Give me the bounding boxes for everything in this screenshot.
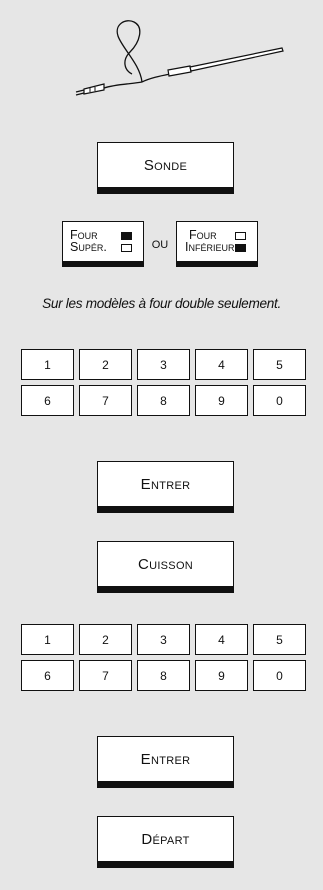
lower-oven-indicator-empty: [235, 232, 246, 240]
key-0[interactable]: 0: [253, 385, 306, 416]
probe-button[interactable]: Sonde: [97, 142, 234, 194]
oven-selection: Four Supér. ou Four Inférieur: [62, 221, 262, 269]
key-7[interactable]: 7: [79, 385, 132, 416]
key-9[interactable]: 9: [195, 660, 248, 691]
key-3[interactable]: 3: [137, 349, 190, 380]
lower-oven-indicator-filled: [235, 244, 246, 252]
key-9[interactable]: 9: [195, 385, 248, 416]
key-4[interactable]: 4: [195, 624, 248, 655]
probe-thermometer-icon: [70, 18, 290, 98]
enter-button-label: Entrer: [141, 751, 191, 768]
key-0[interactable]: 0: [253, 660, 306, 691]
key-1[interactable]: 1: [21, 349, 74, 380]
upper-oven-indicator-empty: [121, 244, 132, 252]
key-6[interactable]: 6: [21, 660, 74, 691]
key-7[interactable]: 7: [79, 660, 132, 691]
upper-oven-indicator-filled: [121, 232, 132, 240]
lower-oven-line2: Inférieur: [185, 241, 234, 253]
probe-button-label: Sonde: [144, 157, 187, 174]
key-6[interactable]: 6: [21, 385, 74, 416]
start-button[interactable]: Départ: [97, 816, 234, 868]
enter-button[interactable]: Entrer: [97, 461, 234, 513]
key-4[interactable]: 4: [195, 349, 248, 380]
key-5[interactable]: 5: [253, 624, 306, 655]
key-3[interactable]: 3: [137, 624, 190, 655]
key-8[interactable]: 8: [137, 660, 190, 691]
lower-oven-button[interactable]: Four Inférieur: [176, 221, 258, 267]
upper-oven-button[interactable]: Four Supér.: [62, 221, 144, 267]
key-1[interactable]: 1: [21, 624, 74, 655]
double-oven-note: Sur les modèles à four double seulement.: [0, 296, 323, 311]
cook-button-label: Cuisson: [138, 556, 193, 573]
key-8[interactable]: 8: [137, 385, 190, 416]
key-5[interactable]: 5: [253, 349, 306, 380]
start-button-label: Départ: [141, 831, 189, 848]
cook-button[interactable]: Cuisson: [97, 541, 234, 593]
enter-button-label: Entrer: [141, 476, 191, 493]
key-2[interactable]: 2: [79, 349, 132, 380]
upper-oven-line2: Supér.: [70, 241, 107, 253]
enter-button[interactable]: Entrer: [97, 736, 234, 788]
key-2[interactable]: 2: [79, 624, 132, 655]
or-label: ou: [146, 235, 174, 252]
